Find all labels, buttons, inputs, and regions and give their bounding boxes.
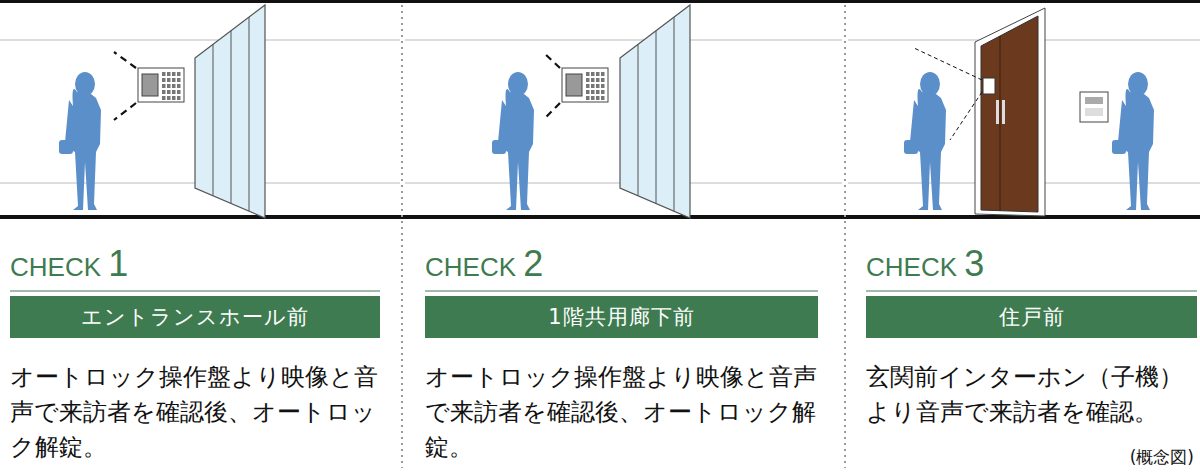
check-heading: CHECK 3 xyxy=(866,244,984,287)
glass-door xyxy=(620,5,690,218)
view-line xyxy=(950,92,982,140)
view-line xyxy=(114,52,136,68)
location-label: 1階共用廊下前 xyxy=(548,303,694,331)
check-band: CHECK 1エントランスホール前 xyxy=(10,296,380,338)
entrance-door xyxy=(975,8,1045,216)
description-text: オートロック操作盤より映像と音声で来訪者を確認後、オートロック解錠。 xyxy=(425,360,823,465)
person-silhouette xyxy=(59,72,101,210)
caption: (概念図) xyxy=(1130,446,1194,469)
check-band: CHECK 3住戸前 xyxy=(866,296,1197,338)
location-label: 住戸前 xyxy=(999,303,1065,331)
autolock-panel xyxy=(562,68,608,102)
glass-door xyxy=(195,5,265,218)
description-text: 玄関前インターホン（子機）より音声で来訪者を確認。 xyxy=(866,360,1196,430)
check-heading: CHECK 2 xyxy=(425,244,543,287)
person-silhouette xyxy=(904,72,946,210)
person-silhouette xyxy=(1112,72,1154,210)
view-line xyxy=(545,103,560,118)
person-silhouette xyxy=(492,72,534,210)
autolock-panel xyxy=(138,68,184,102)
check-band: CHECK 21階共用廊下前 xyxy=(425,296,818,338)
view-line xyxy=(545,54,560,68)
top-rule xyxy=(0,0,1200,3)
location-label: エントランスホール前 xyxy=(81,303,309,331)
panel-divider xyxy=(402,5,845,468)
check-heading: CHECK 1 xyxy=(10,244,128,287)
view-line xyxy=(114,103,136,120)
description-text: オートロック操作盤より映像と音声で来訪者を確認後、オートロック解錠。 xyxy=(10,360,382,465)
heading-rule xyxy=(10,290,1197,291)
indoor-intercom xyxy=(1080,92,1108,122)
